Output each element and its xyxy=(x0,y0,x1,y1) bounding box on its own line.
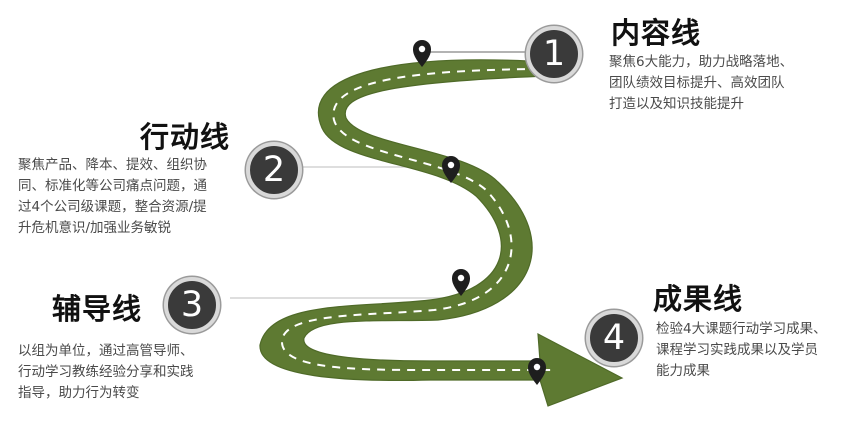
section-description-4: 检验4大课题行动学习成果、 课程学习实践成果以及学员 能力成果 xyxy=(656,321,827,379)
map-pin-icon xyxy=(413,40,431,67)
section-description-2: 聚焦产品、降本、提效、组织协 同、标准化等公司痛点问题，通 过4个公司级课题，整… xyxy=(18,157,207,236)
section-description-1: 聚焦6大能力，助力战略落地、 团队绩效目标提升、高效团队 打造以及知识技能提升 xyxy=(609,54,794,112)
road xyxy=(259,59,624,407)
map-pin-icon xyxy=(452,269,470,296)
section-description-3: 以组为单位，通过高管导师、 行动学习教练经验分享和实践 指导，助力行为转变 xyxy=(18,343,194,401)
step-badge-3: 3 xyxy=(164,277,220,333)
map-pin-icon xyxy=(528,358,546,385)
step-badge-1: 1 xyxy=(526,26,582,82)
section-title-2: 行动线 xyxy=(140,120,231,154)
step-badge-4: 4 xyxy=(586,310,642,366)
step-badge-2: 2 xyxy=(246,142,302,198)
section-title-3: 辅导线 xyxy=(52,292,143,326)
section-title-1: 内容线 xyxy=(611,16,702,50)
section-title-4: 成果线 xyxy=(653,282,744,316)
map-pin-icon xyxy=(442,156,460,183)
